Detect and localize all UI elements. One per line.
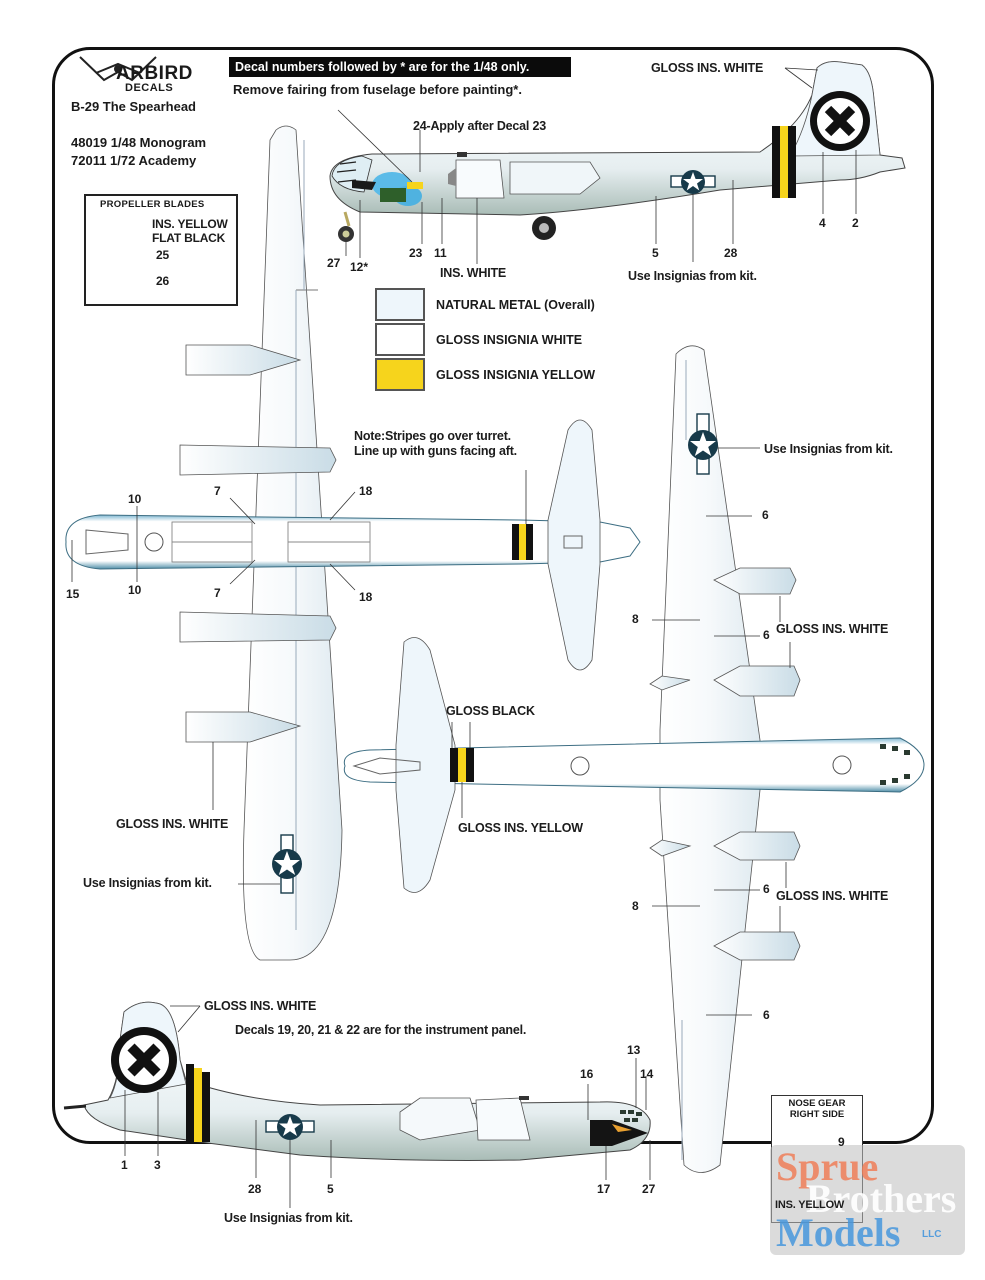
instrument-panel-note: Decals 19, 20, 21 & 22 are for the instr…	[235, 1023, 527, 1037]
legend-gloss-yellow: GLOSS INSIGNIA YELLOW	[436, 368, 596, 382]
lower-engine-label-2: GLOSS INS. WHITE	[776, 889, 889, 903]
propeller-blades-box: PROPELLER BLADES	[84, 194, 238, 306]
decal-24-note: 24-Apply after Decal 23	[413, 119, 546, 133]
decal-number: 8	[632, 899, 639, 913]
spearhead-nose-art-icon	[590, 1120, 648, 1146]
swatch-gloss-white	[375, 323, 425, 356]
watermark-line-3: Models	[776, 1210, 901, 1255]
decal-number: 11	[434, 246, 447, 260]
fairing-note: Remove fairing from fuselage before pain…	[233, 82, 522, 97]
nose-gear-title: NOSE GEAR RIGHT SIDE	[772, 1098, 862, 1120]
usaaf-star-insignia-icon	[670, 170, 716, 194]
decal-number: 6	[763, 628, 770, 642]
top-tail-label: GLOSS INS. WHITE	[651, 61, 764, 75]
nose-art-icon	[352, 172, 423, 206]
nose-gear-yellow-label: INS. YELLOW	[775, 1199, 845, 1211]
decal-number: 18	[359, 590, 373, 604]
decal-number: 9	[838, 1135, 845, 1149]
decal-number: 13	[627, 1043, 641, 1057]
decal-number: 28	[248, 1182, 262, 1196]
lower-plan-view	[343, 345, 925, 1173]
decal-number: 3	[154, 1158, 161, 1172]
upper-engine-label: GLOSS INS. WHITE	[116, 817, 229, 831]
decal-number: 16	[580, 1067, 594, 1081]
top-side-profile	[329, 61, 906, 264]
decal-number: 6	[762, 508, 769, 522]
decal-number: 23	[409, 246, 423, 260]
bottom-insignia-note: Use Insignias from kit.	[224, 1211, 353, 1225]
watermark-suffix: LLC	[922, 1229, 942, 1240]
decal-number: 7	[214, 484, 221, 498]
brand-subtitle: DECALS	[125, 82, 174, 94]
decal-number: 6	[763, 882, 770, 896]
decal-number: 6	[763, 1008, 770, 1022]
decal-number: 4	[819, 216, 826, 230]
decal-number: 10	[128, 492, 142, 506]
legend-gloss-white: GLOSS INSIGNIA WHITE	[436, 333, 583, 347]
legend-natural-metal: NATURAL METAL (Overall)	[436, 298, 595, 312]
stripe-note-line-1: Note:Stripes go over turret.	[354, 429, 511, 443]
kit-line-2: 72011 1/72 Academy	[71, 153, 197, 168]
kit-line-1: 48019 1/48 Monogram	[71, 135, 207, 150]
brand-name: ARBIRD	[116, 63, 193, 84]
nose-gear-title-2: RIGHT SIDE	[789, 1109, 845, 1120]
decal-number: 15	[66, 587, 80, 601]
lower-insignia-note: Use Insignias from kit.	[764, 442, 893, 456]
usaaf-star-insignia-icon	[688, 413, 718, 475]
prop-label-25: 25	[156, 248, 169, 262]
decal-number: 5	[327, 1182, 334, 1196]
lower-engine-label-1: GLOSS INS. WHITE	[776, 622, 889, 636]
usaaf-star-insignia-icon	[265, 1114, 315, 1140]
decal-number: 12*	[350, 260, 369, 274]
watermark-line-1: Sprue	[776, 1145, 879, 1189]
decal-number: 17	[597, 1182, 611, 1196]
gloss-black-label: GLOSS BLACK	[446, 704, 535, 718]
decal-number: 27	[642, 1182, 656, 1196]
gloss-yellow-label: GLOSS INS. YELLOW	[458, 821, 583, 835]
upper-plan-view	[65, 125, 641, 961]
stripe-note-line-2: Line up with guns facing aft.	[354, 444, 517, 458]
decal-number: 27	[327, 256, 341, 270]
scale-banner: Decal numbers followed by * are for the …	[229, 57, 571, 77]
swatch-natural-metal	[375, 288, 425, 321]
decal-number: 10	[128, 583, 142, 597]
decal-number: 5	[652, 246, 659, 260]
prop-label-yellow: INS. YELLOW	[152, 217, 228, 231]
bottom-side-profile	[63, 1001, 651, 1208]
tail-x-marking-icon	[111, 1027, 177, 1093]
propeller-box-title: PROPELLER BLADES	[100, 199, 205, 210]
prop-label-26: 26	[156, 274, 169, 288]
top-insignia-note: Use Insignias from kit.	[628, 269, 757, 283]
decal-number: 18	[359, 484, 373, 498]
decal-number: 7	[214, 586, 221, 600]
usaaf-star-insignia-icon	[272, 834, 302, 894]
prop-label-black: FLAT BLACK	[152, 231, 226, 245]
bottom-tail-label: GLOSS INS. WHITE	[204, 999, 317, 1013]
warbird-logo-icon	[79, 56, 157, 82]
decal-number: 8	[632, 612, 639, 626]
swatch-gloss-yellow	[375, 358, 425, 391]
decal-number: 2	[852, 216, 859, 230]
decal-number: 28	[724, 246, 738, 260]
nose-gear-title-1: NOSE GEAR	[788, 1098, 846, 1109]
tail-x-marking-icon	[810, 91, 870, 151]
decal-number: 14	[640, 1067, 654, 1081]
top-nacelle-label: INS. WHITE	[440, 266, 507, 280]
decal-number: 1	[121, 1158, 128, 1172]
sheet-title: B-29 The Spearhead	[71, 99, 196, 114]
sprue-brothers-watermark: Sprue Brothers Models LLC	[770, 1145, 965, 1255]
watermark-line-2: Brothers	[806, 1176, 957, 1221]
upper-insignia-note: Use Insignias from kit.	[83, 876, 212, 890]
